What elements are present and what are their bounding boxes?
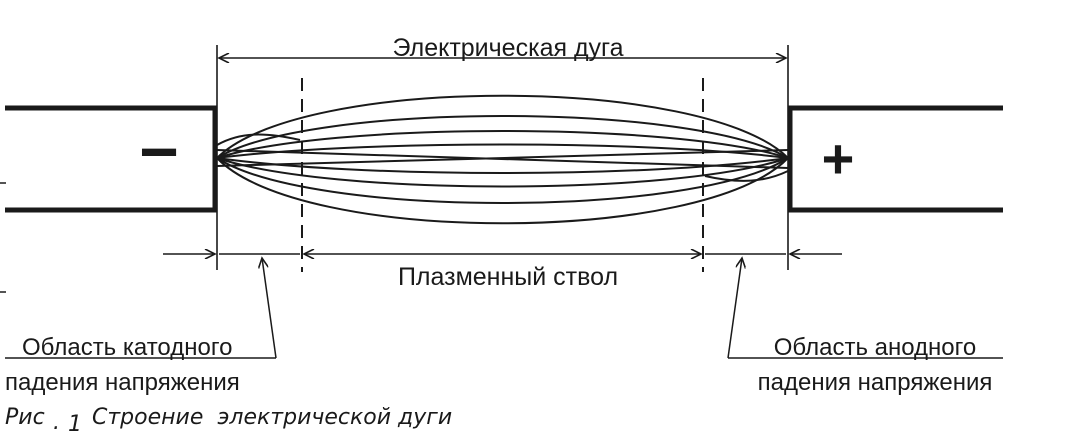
plasma-column [216, 94, 789, 225]
anode-leader-line [727, 258, 742, 359]
anode-plus-sign: + [822, 127, 855, 190]
cathode-minus-sign: − [139, 114, 179, 190]
cathode-leader-line [262, 258, 277, 359]
anode-label-line1: Область анодного [774, 334, 976, 361]
arc-label: Электрическая дуга [392, 34, 623, 62]
plasma-label: Плазменный ствол [398, 263, 618, 291]
arc-line-top-3 [216, 130, 789, 159]
arc-line-bottom-3 [216, 157, 789, 188]
cathode-label-line1: Область катодного [22, 334, 232, 361]
anode-label-line2: падения напряжения [758, 369, 993, 396]
arc-line-right-bulge [704, 170, 789, 182]
figure-caption-dot: . [53, 410, 60, 435]
figure-caption-number: 1 [68, 412, 82, 437]
cathode-label-line2: падения напряжения [5, 369, 240, 396]
arc-line-outer-top [216, 94, 789, 159]
arc-line-cross-b [216, 149, 789, 167]
figure-caption-text: Строение электрической дуги [92, 405, 452, 430]
cathode-electrode [5, 105, 218, 213]
arc-line-top-2 [216, 115, 789, 159]
arc-line-left-bulge [216, 133, 301, 146]
anode-electrode [787, 105, 1003, 213]
figure-caption-prefix: Рис [5, 405, 45, 430]
arc-line-outer-bottom [216, 157, 789, 225]
